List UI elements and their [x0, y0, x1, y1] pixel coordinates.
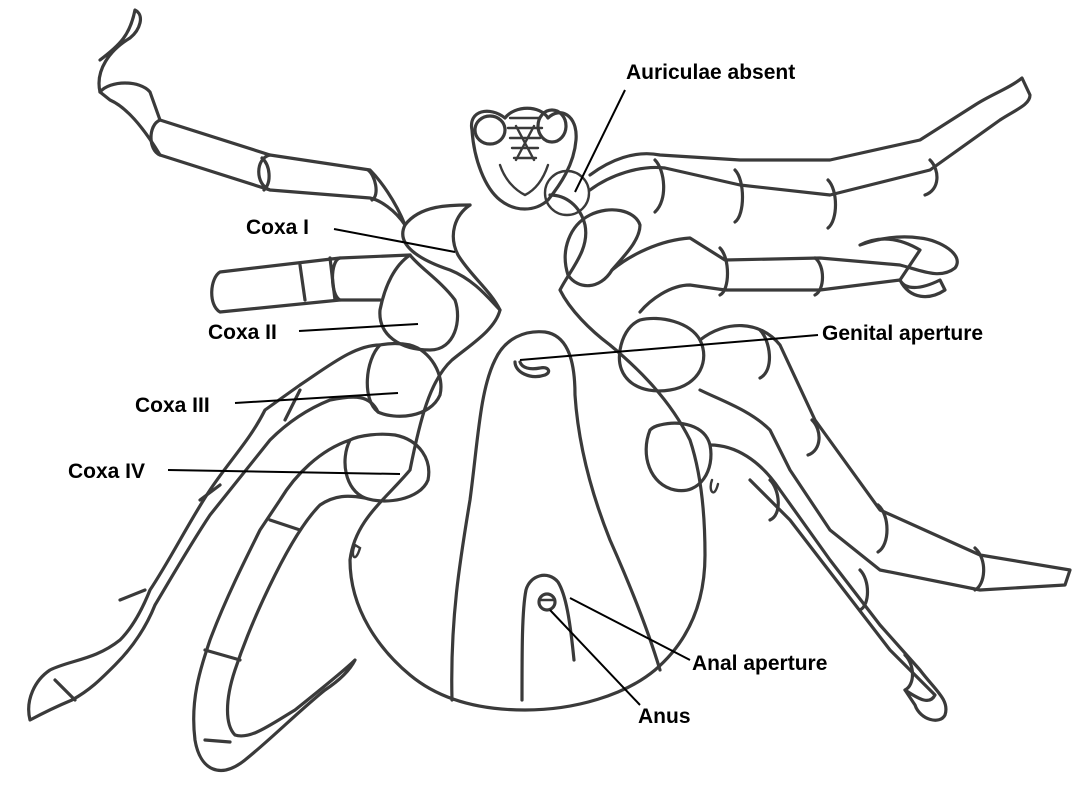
genital-aperture [513, 360, 551, 379]
coxa-right-3 [617, 316, 706, 393]
leader-coxa-3 [234, 392, 399, 404]
coxa-1-left [401, 203, 502, 312]
label-coxa-2: Coxa II [208, 321, 277, 344]
leader-anus [549, 609, 641, 706]
coxa-right-4 [644, 421, 713, 493]
label-genital-aperture: Genital aperture [822, 322, 984, 345]
coxa-right-1 [563, 208, 642, 288]
legs-right [563, 76, 1072, 722]
leader-lines [167, 89, 819, 706]
coxa-3-left [365, 341, 443, 418]
leader-auriculae [574, 89, 626, 193]
leader-coxa-1 [333, 228, 456, 253]
label-coxa-3: Coxa III [135, 394, 210, 417]
anal-plate [520, 573, 576, 702]
label-coxa-1: Coxa I [246, 216, 310, 239]
palp-right [536, 108, 568, 144]
leader-coxa-2 [298, 323, 419, 332]
ventral-plate [450, 330, 662, 702]
coxa-4-left [343, 432, 431, 503]
label-anal-aperture: Anal aperture [692, 652, 828, 675]
legs-left [27, 8, 502, 772]
label-anus: Anus [638, 705, 691, 728]
capitulum [470, 106, 578, 211]
leader-coxa-4 [167, 469, 401, 475]
capitulum-base [470, 106, 578, 211]
coxa-2-left [378, 253, 460, 352]
palp-left [473, 114, 507, 146]
body [348, 169, 720, 712]
body-outline [348, 193, 707, 712]
auriculae-circle [543, 169, 591, 217]
hypostome [506, 116, 544, 162]
anus [537, 592, 557, 612]
label-auriculae-absent: Auriculae absent [626, 61, 796, 84]
leader-anal-aperture [569, 597, 691, 661]
label-coxa-4: Coxa IV [68, 460, 146, 483]
leader-genital [519, 334, 819, 361]
